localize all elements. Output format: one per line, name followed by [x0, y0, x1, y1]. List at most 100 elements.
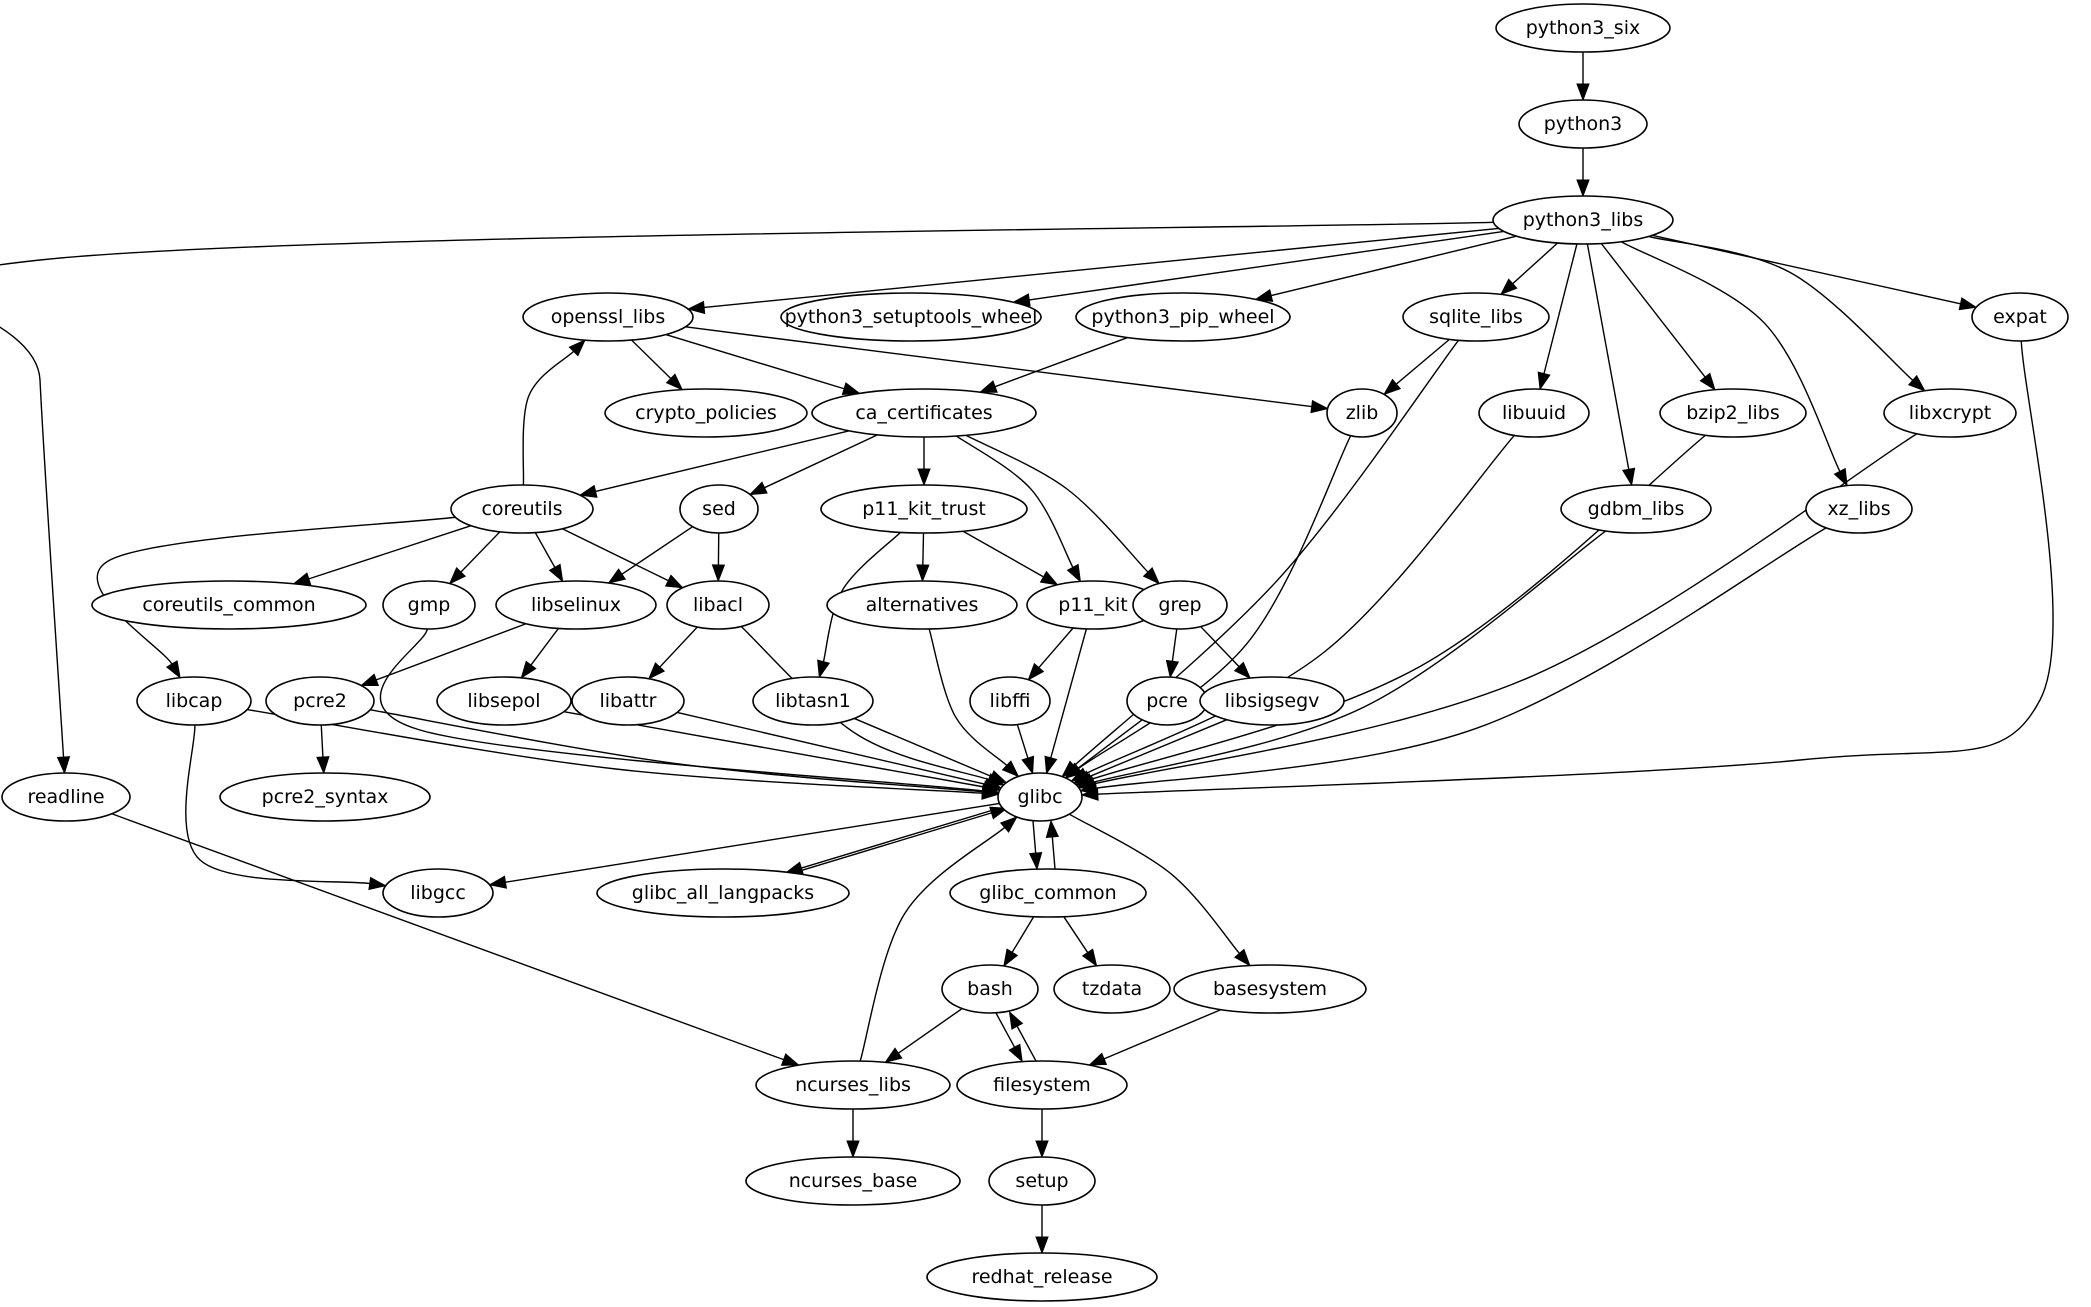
node-python3-pip-wheel[interactable]: python3_pip_wheel [1075, 292, 1291, 342]
node-pcre[interactable]: pcre [1126, 676, 1208, 726]
node-libattr[interactable]: libattr [571, 676, 685, 726]
node-shape [1173, 964, 1367, 1014]
node-label: readline [27, 786, 104, 808]
node-gmp[interactable]: gmp [382, 580, 476, 630]
edge-openssl_libs-to-crypto_policies [631, 339, 684, 391]
node-filesystem[interactable]: filesystem [956, 1060, 1128, 1110]
arrowhead-icon [1008, 1043, 1023, 1063]
node-label: libxcrypt [1909, 402, 1992, 424]
edge-bash-to-filesystem [994, 1011, 1023, 1063]
node-libsigsegv[interactable]: libsigsegv [1199, 676, 1345, 726]
node-ncurses-libs[interactable]: ncurses_libs [755, 1060, 951, 1110]
node-glibc[interactable]: glibc [997, 772, 1083, 822]
node-ca-certificates[interactable]: ca_certificates [811, 388, 1037, 438]
node-xz-libs[interactable]: xz_libs [1805, 484, 1913, 534]
node-label: gdbm_libs [1588, 498, 1685, 520]
edge-python3_libs-to-sqlite_libs [1499, 242, 1559, 296]
arrowhead-icon [748, 481, 768, 496]
arrowhead-icon [1001, 760, 1020, 778]
node-tzdata[interactable]: tzdata [1053, 964, 1171, 1014]
node-libuuid[interactable]: libuuid [1478, 388, 1590, 438]
edge-line [955, 435, 1074, 568]
node-alternatives[interactable]: alternatives [826, 580, 1018, 630]
node-glibc-common[interactable]: glibc_common [949, 868, 1147, 918]
node-bzip2-libs[interactable]: bzip2_libs [1659, 388, 1807, 438]
edge-p11_kit_trust-to-libtasn1 [817, 531, 901, 679]
node-pcre2-syntax[interactable]: pcre2_syntax [219, 772, 431, 822]
edge-line [859, 826, 1006, 1062]
edge-line [308, 525, 472, 580]
node-redhat-release[interactable]: redhat_release [926, 1252, 1158, 1302]
node-libffi[interactable]: libffi [969, 676, 1051, 726]
node-libsepol[interactable]: libsepol [436, 676, 572, 726]
node-setup[interactable]: setup [988, 1156, 1096, 1206]
node-coreutils-common[interactable]: coreutils_common [91, 580, 367, 630]
edge-p11_kit-to-glibc [1044, 628, 1088, 775]
node-sed[interactable]: sed [679, 484, 759, 534]
node-shape [745, 1156, 961, 1206]
node-label: pcre2 [293, 690, 347, 712]
node-ncurses-base[interactable]: ncurses_base [745, 1156, 961, 1206]
arrowhead-icon [1066, 563, 1082, 583]
edge-python3_libs-to-bzip2_libs [1600, 243, 1716, 391]
node-gdbm-libs[interactable]: gdbm_libs [1560, 484, 1712, 534]
edge-line [965, 434, 1149, 573]
arrowhead-icon [916, 564, 930, 583]
node-python3-setuptools-wheel[interactable]: python3_setuptools_wheel [780, 292, 1042, 342]
arrowhead-icon [1233, 661, 1252, 680]
arrowhead-icon [520, 660, 537, 679]
arrowhead-icon [1027, 662, 1045, 681]
edge-line [1085, 434, 1515, 775]
edge-coreutils-to-gmp [448, 531, 501, 585]
node-libacl[interactable]: libacl [666, 580, 770, 630]
node-bash[interactable]: bash [941, 964, 1039, 1014]
node-libselinux[interactable]: libselinux [495, 580, 657, 630]
node-shape [679, 484, 759, 534]
edge-coreutils-to-libselinux [534, 532, 564, 583]
node-label: libselinux [531, 594, 621, 616]
node-openssl-libs[interactable]: openssl_libs [522, 292, 694, 342]
node-libxcrypt[interactable]: libxcrypt [1883, 388, 2017, 438]
arrowhead-icon [578, 484, 598, 498]
arrowhead-icon [917, 468, 931, 487]
node-label: basesystem [1213, 978, 1327, 1000]
node-basesystem[interactable]: basesystem [1173, 964, 1367, 1014]
node-libtasn1[interactable]: libtasn1 [752, 676, 874, 726]
edge-line [1103, 1008, 1222, 1060]
edge-sqlite_libs-to-zlib [1383, 338, 1450, 396]
node-sqlite-libs[interactable]: sqlite_libs [1402, 292, 1550, 342]
edge-basesystem-to-filesystem [1088, 1008, 1222, 1066]
node-readline[interactable]: readline [1, 772, 131, 822]
node-pcre2[interactable]: pcre2 [265, 676, 375, 726]
edge-p11_kit_trust-to-p11_kit [962, 530, 1059, 586]
edge-line [522, 350, 575, 486]
edge-ca_certificates-to-sed [748, 434, 878, 496]
arrowhead-icon [1035, 1236, 1049, 1255]
node-libgcc[interactable]: libgcc [382, 868, 494, 918]
node-glibc-all-langpacks[interactable]: glibc_all_langpacks [596, 868, 850, 918]
node-python3[interactable]: python3 [1518, 99, 1648, 149]
node-p11-kit-trust[interactable]: p11_kit_trust [820, 484, 1028, 534]
node-coreutils[interactable]: coreutils [450, 484, 594, 534]
arrowhead-icon [1045, 819, 1060, 838]
edge-coreutils-to-openssl_libs [522, 339, 586, 486]
node-label: zlib [1346, 402, 1379, 424]
node-crypto-policies[interactable]: crypto_policies [604, 388, 808, 438]
edge-line [1093, 530, 1607, 783]
edge-python3_libs-to-gdbm_libs [1586, 243, 1636, 487]
node-label: alternatives [866, 594, 979, 616]
nodes-layer: python3_six python3 python3_libs openssl_li… [1, 3, 2069, 1302]
node-shape [988, 1156, 1096, 1206]
node-libcap[interactable]: libcap [136, 676, 252, 726]
node-python3-libs[interactable]: python3_libs [1492, 195, 1674, 245]
arrowhead-icon [1021, 755, 1035, 775]
node-zlib[interactable]: zlib [1326, 388, 1398, 438]
edge-p11_kit_trust-to-alternatives [916, 532, 930, 583]
node-shape [956, 1060, 1128, 1110]
node-grep[interactable]: grep [1132, 580, 1228, 630]
node-shape [219, 772, 431, 822]
node-shape [1659, 388, 1807, 438]
node-label: coreutils_common [142, 594, 315, 616]
node-python3-six[interactable]: python3_six [1495, 3, 1671, 53]
node-expat[interactable]: expat [1971, 292, 2069, 342]
